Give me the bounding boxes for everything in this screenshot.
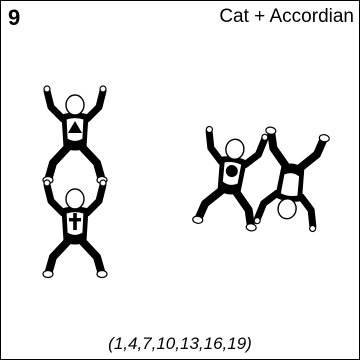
formation-title: Cat + Accordian xyxy=(219,6,354,27)
jumper-bottom-left xyxy=(43,180,107,278)
jumper-right-a xyxy=(192,126,269,231)
cross-icon xyxy=(69,213,81,230)
jumper-top-left xyxy=(43,86,107,184)
circle-icon xyxy=(225,165,238,178)
triangle-icon xyxy=(68,121,82,133)
formation-number: 9 xyxy=(8,5,21,30)
sequence-numbers: (1,4,7,10,13,16,19) xyxy=(108,334,252,353)
